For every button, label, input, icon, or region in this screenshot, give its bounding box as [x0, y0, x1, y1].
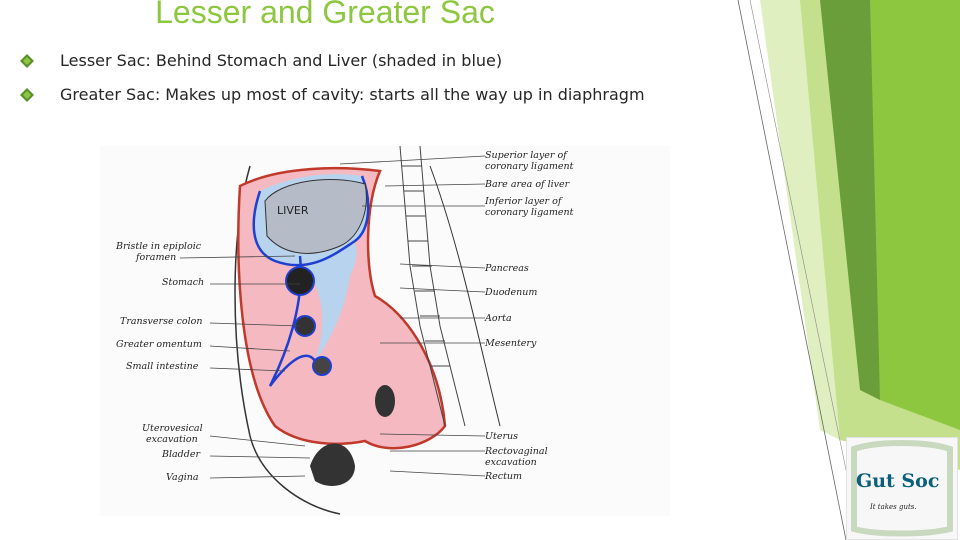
label-superior-layer-2: coronary ligament [485, 161, 574, 172]
label-inferior-layer-2: coronary ligament [485, 207, 574, 218]
bullet-text: Lesser Sac: Behind Stomach and Liver (sh… [60, 44, 502, 78]
label-aorta: Aorta [484, 313, 512, 324]
label-bare-area: Bare area of liver [484, 179, 571, 190]
label-bristle-2: foramen [135, 252, 176, 263]
bullet-term: Greater Sac: [60, 85, 161, 104]
label-small-intestine: Small intestine [126, 361, 199, 372]
bullet-list: Lesser Sac: Behind Stomach and Liver (sh… [20, 44, 760, 112]
label-greater-omentum: Greater omentum [116, 339, 202, 350]
logo-tagline: It takes guts. [869, 503, 917, 511]
label-rectum: Rectum [484, 471, 522, 482]
label-duodenum: Duodenum [484, 287, 537, 298]
peritoneum-diagram: LIVER [100, 146, 670, 516]
liver-label: LIVER [277, 204, 309, 217]
bullet-greater-sac: Greater Sac: Makes up most of cavity: st… [20, 78, 760, 112]
gut-soc-logo: Gut Soc It takes guts. [846, 437, 958, 540]
bullet-description: Makes up most of cavity: starts all the … [160, 85, 645, 104]
bullet-term: Lesser Sac: [60, 51, 151, 70]
label-rectovaginal-2: excavation [485, 457, 537, 468]
diamond-bullet-icon [20, 44, 34, 78]
label-pancreas: Pancreas [484, 263, 529, 274]
label-bristle: Bristle in epiploic [115, 241, 202, 252]
logo-name: Gut Soc [856, 470, 939, 492]
label-mesentery: Mesentery [484, 338, 537, 349]
label-vagina: Vagina [166, 472, 199, 483]
label-superior-layer: Superior layer of [485, 150, 568, 161]
label-stomach: Stomach [162, 277, 204, 288]
label-inferior-layer: Inferior layer of [484, 196, 563, 207]
bullet-description: Behind Stomach and Liver (shaded in blue… [150, 51, 503, 70]
label-uterovesical-2: excavation [146, 434, 198, 445]
label-transverse-colon: Transverse colon [120, 316, 203, 327]
bullet-text: Greater Sac: Makes up most of cavity: st… [60, 78, 645, 112]
label-rectovaginal: Rectovaginal [484, 446, 548, 457]
label-uterus: Uterus [485, 431, 518, 442]
slide-title: Lesser and Greater Sac [155, 0, 495, 30]
label-uterovesical: Uterovesical [142, 423, 203, 434]
diamond-bullet-icon [20, 78, 34, 112]
bullet-lesser-sac: Lesser Sac: Behind Stomach and Liver (sh… [20, 44, 760, 78]
label-bladder: Bladder [161, 449, 201, 460]
